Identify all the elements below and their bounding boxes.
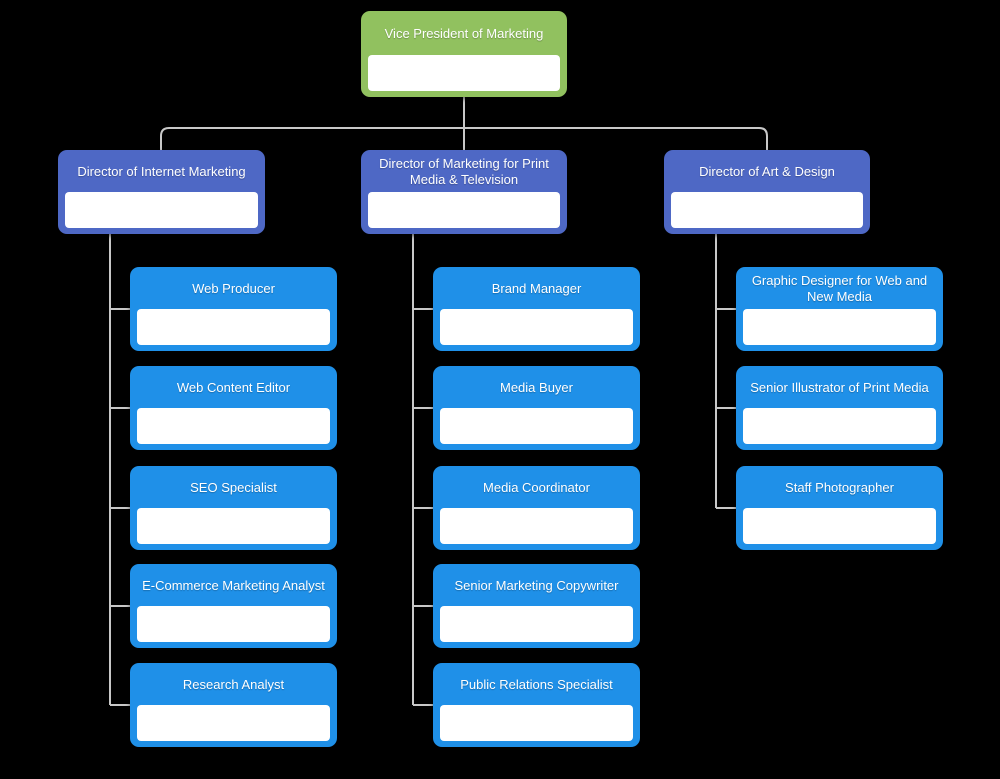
org-node-ecommerce-marketing-analyst[interactable]: E-Commerce Marketing Analyst: [130, 564, 337, 648]
org-node-media-coordinator[interactable]: Media Coordinator: [433, 466, 640, 550]
org-node-public-relations-specialist[interactable]: Public Relations Specialist: [433, 663, 640, 747]
org-node-media-buyer[interactable]: Media Buyer: [433, 366, 640, 450]
org-node-title: SEO Specialist: [190, 479, 277, 495]
org-node-name-field[interactable]: [743, 508, 936, 544]
org-node-title: Research Analyst: [182, 676, 285, 692]
org-node-title: Senior Illustrator of Print Media: [750, 379, 929, 395]
org-node-name-field[interactable]: [440, 408, 633, 444]
org-node-name-field[interactable]: [65, 192, 258, 228]
org-node-name-field[interactable]: [137, 606, 330, 642]
org-node-title: Web Content Editor: [176, 379, 291, 395]
org-node-title: Web Producer: [192, 280, 275, 296]
org-node-title: E-Commerce Marketing Analyst: [142, 577, 325, 593]
org-node-title: Brand Manager: [491, 280, 582, 296]
org-node-director-art-design[interactable]: Director of Art & Design: [664, 150, 870, 234]
org-node-title: Director of Internet Marketing: [77, 163, 246, 179]
org-node-web-producer[interactable]: Web Producer: [130, 267, 337, 351]
org-node-brand-manager[interactable]: Brand Manager: [433, 267, 640, 351]
org-node-name-field[interactable]: [137, 408, 330, 444]
org-node-title: Director of Art & Design: [699, 163, 835, 179]
org-node-name-field[interactable]: [440, 606, 633, 642]
org-node-senior-marketing-copywriter[interactable]: Senior Marketing Copywriter: [433, 564, 640, 648]
org-node-title: Media Buyer: [500, 379, 573, 395]
org-node-web-content-editor[interactable]: Web Content Editor: [130, 366, 337, 450]
org-node-name-field[interactable]: [440, 705, 633, 741]
org-node-title: Director of Marketing for Print Media & …: [379, 155, 549, 187]
org-node-name-field[interactable]: [440, 309, 633, 345]
org-node-title: Public Relations Specialist: [460, 676, 613, 692]
org-node-name-field[interactable]: [671, 192, 863, 228]
org-node-title: Vice President of Marketing: [384, 25, 544, 41]
connector-directors-rail: [160, 127, 768, 150]
org-node-name-field[interactable]: [743, 309, 936, 345]
org-node-name-field[interactable]: [137, 705, 330, 741]
org-node-director-internet[interactable]: Director of Internet Marketing: [58, 150, 265, 234]
org-node-name-field[interactable]: [137, 309, 330, 345]
org-node-staff-photographer[interactable]: Staff Photographer: [736, 466, 943, 550]
org-node-research-analyst[interactable]: Research Analyst: [130, 663, 337, 747]
org-node-title: Media Coordinator: [483, 479, 590, 495]
org-node-name-field[interactable]: [440, 508, 633, 544]
org-node-vp-marketing[interactable]: Vice President of Marketing: [361, 11, 567, 97]
org-node-name-field[interactable]: [137, 508, 330, 544]
org-node-senior-illustrator[interactable]: Senior Illustrator of Print Media: [736, 366, 943, 450]
org-node-director-print-tv[interactable]: Director of Marketing for Print Media & …: [361, 150, 567, 234]
org-node-name-field[interactable]: [368, 192, 560, 228]
org-node-graphic-designer[interactable]: Graphic Designer for Web and New Media: [736, 267, 943, 351]
org-node-title: Senior Marketing Copywriter: [454, 577, 619, 593]
org-node-name-field[interactable]: [743, 408, 936, 444]
org-node-seo-specialist[interactable]: SEO Specialist: [130, 466, 337, 550]
org-node-name-field[interactable]: [368, 55, 560, 91]
org-node-title: Staff Photographer: [785, 479, 894, 495]
org-node-title: Graphic Designer for Web and New Media: [751, 272, 928, 304]
